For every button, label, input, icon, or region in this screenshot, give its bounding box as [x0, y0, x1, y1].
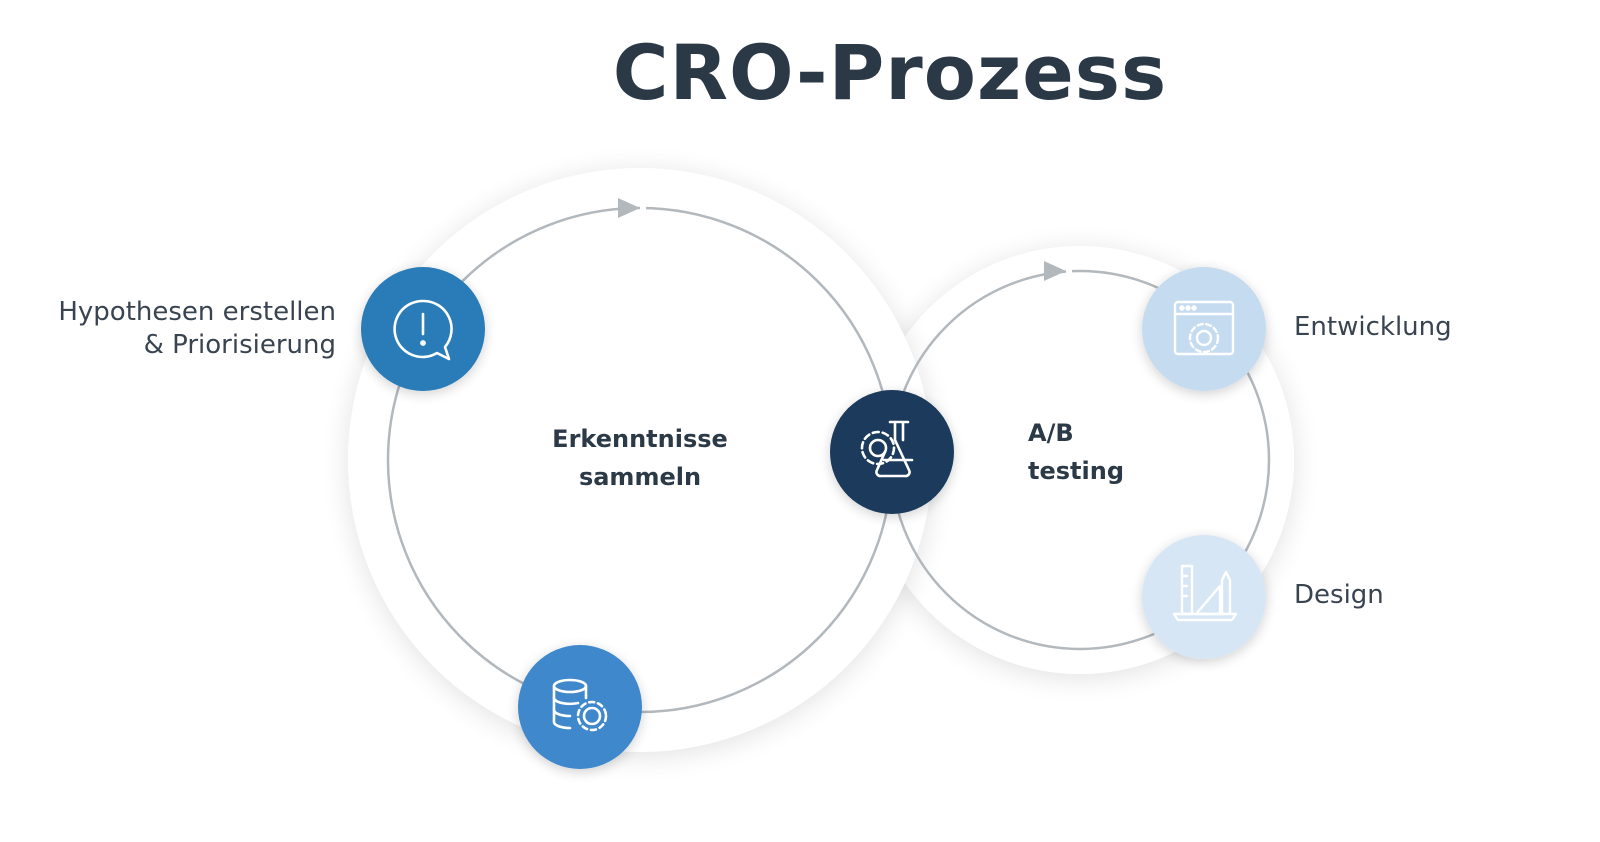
ab-testing-center-label: A/B testing	[1028, 414, 1124, 490]
daten-node	[518, 645, 642, 769]
ab-testing-center-line1: A/B	[1028, 419, 1074, 447]
insights-cycle-arrow	[618, 198, 640, 218]
ab-testing-center-line2: testing	[1028, 457, 1124, 485]
testing-node	[830, 390, 954, 514]
design-label: Design	[1294, 580, 1384, 610]
hypothesen-label-line2: & Priorisierung	[143, 330, 336, 360]
alert-speech-bubble-icon	[393, 299, 453, 361]
browser-gear-icon	[1173, 300, 1235, 356]
insights-center-line1: Erkenntnisse	[552, 425, 728, 453]
hypothesen-label-line1: Hypothesen erstellen	[58, 297, 336, 327]
gear-flask-icon	[860, 420, 914, 478]
ab-testing-cycle-arrow	[1044, 261, 1066, 281]
page-title: CRO-Prozess	[612, 28, 1168, 117]
hypothesen-label: Hypothesen erstellen & Priorisierung	[40, 296, 336, 362]
entwicklung-label: Entwicklung	[1294, 312, 1452, 342]
database-gear-icon	[552, 678, 608, 732]
insights-disc	[348, 168, 932, 752]
design-node	[1142, 535, 1266, 659]
insights-center-line2: sammeln	[578, 463, 702, 491]
entwicklung-node	[1142, 267, 1266, 391]
design-tools-icon	[1172, 564, 1238, 622]
insights-center-label: Erkenntnisse sammeln	[530, 420, 750, 496]
